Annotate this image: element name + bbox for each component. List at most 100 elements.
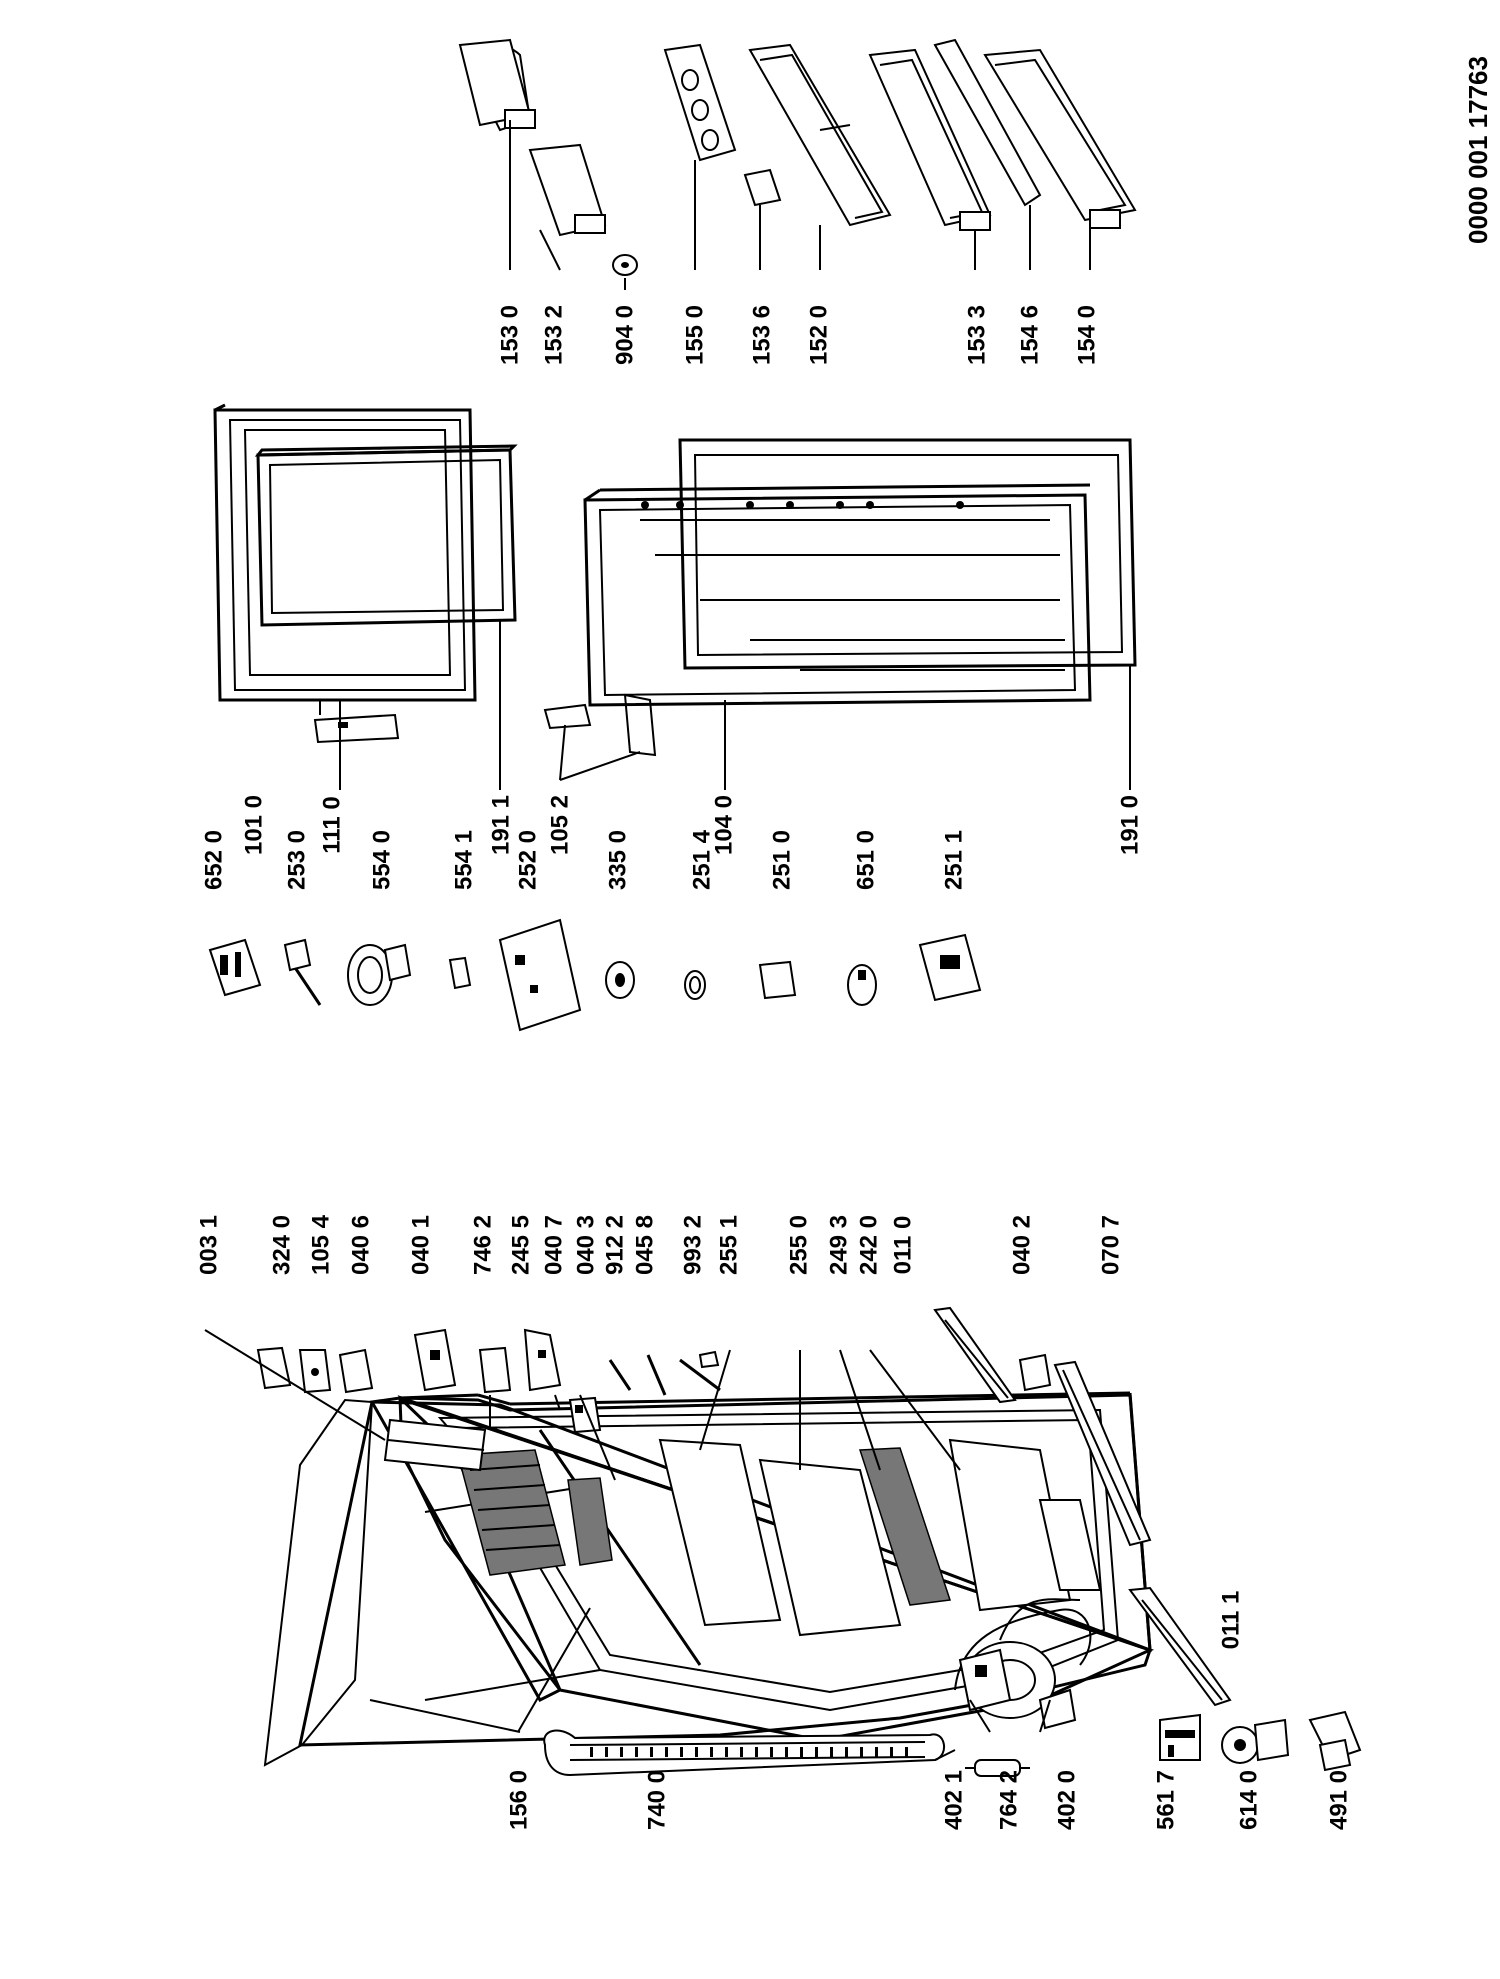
relay-561-7 [1159,1713,1201,1761]
part-label-111-0: 111 0 [318,796,345,853]
part-label-156-0: 156 0 [505,1770,532,1830]
condenser-740-0 [543,1729,956,1777]
bin-rail-154-6 [933,38,1042,207]
small-part-040-6 [338,1348,374,1394]
part-label-652-0: 652 0 [200,830,227,890]
part-label-104-0: 104 0 [710,795,737,855]
spring-554-1 [448,956,472,990]
washer-904-0 [612,254,638,276]
part-label-153-6: 153 6 [748,305,775,365]
part-label-011-1: 011 1 [1217,1591,1244,1650]
part-label-554-0: 554 0 [368,830,395,890]
part-label-554-1: 554 1 [450,830,477,890]
part-label-491-0: 491 0 [1325,1770,1352,1830]
leader-lines-right [319,120,1131,790]
part-label-003-1: 003 1 [195,1215,222,1275]
door-bin-152-0 [748,43,892,227]
lamp-651-0 [847,964,877,1006]
rail-011-1 [1128,1586,1232,1707]
part-label-251-4: 251 4 [688,829,715,890]
part-label-912-2: 912 2 [601,1215,628,1275]
part-label-651-0: 651 0 [852,830,879,890]
part-label-040-6: 040 6 [347,1215,374,1275]
part-label-245-5: 245 5 [507,1215,534,1275]
thermostat-652-0 [208,938,262,997]
part-label-155-0: 155 0 [681,305,708,365]
butter-box-153-2 [528,143,607,237]
part-label-153-0: 153 0 [496,305,523,365]
part-label-153-3: 153 3 [963,305,990,365]
drier-764-2 [965,1759,1030,1777]
bulb-holder-253-0 [283,938,322,1006]
handle-111-0 [313,713,400,744]
freezer-gasket-191-1 [254,444,518,627]
part-label-242-0: 242 0 [855,1215,882,1275]
part-label-251-1: 251 1 [940,830,967,890]
part-label-764-2: 764 2 [995,1770,1022,1830]
part-label-105-2: 105 2 [546,795,573,855]
part-label-153-2: 153 2 [540,305,567,365]
bracket-040-2 [1018,1353,1052,1392]
part-label-402-1: 402 1 [940,1770,967,1830]
fridge-gasket-191-0 [678,438,1137,670]
door-bin-154-0 [983,48,1137,229]
part-label-255-1: 255 1 [715,1215,742,1275]
small-part-105-4 [298,1349,332,1394]
compressor-assembly [954,1598,1092,1730]
thermostat-cover-252-0 [498,918,582,1032]
ring-251-4 [684,970,706,1000]
part-label-335-0: 335 0 [604,830,631,890]
part-label-324-0: 324 0 [268,1215,295,1275]
small-part-324-0 [256,1346,292,1390]
leader-lines-left [204,1329,1051,1733]
part-label-154-6: 154 6 [1016,305,1043,365]
small-part-993-2 [679,1350,721,1392]
knob-554-0 [347,943,412,1006]
part-label-746-2: 746 2 [469,1215,496,1275]
part-label-191-0: 191 0 [1116,795,1143,855]
small-part-045-8 [646,1354,667,1396]
small-part-040-1 [413,1328,457,1392]
part-label-040-2: 040 2 [1008,1215,1035,1275]
part-label-740-0: 740 0 [643,1770,670,1830]
butter-lid-153-0 [458,38,536,132]
part-label-154-0: 154 0 [1073,305,1100,365]
cabinet-top-rail [383,1418,487,1472]
door-bin-153-3 [868,48,992,231]
part-label-152-0: 152 0 [805,305,832,365]
part-label-904-0: 904 0 [611,305,638,365]
washer-335-0 [605,961,635,999]
plinth-070-7 [1053,1360,1152,1547]
part-label-614-0: 614 0 [1235,1770,1262,1830]
part-label-252-0: 252 0 [514,830,541,890]
part-label-105-4: 105 4 [307,1214,334,1275]
cabinet-shelves [658,1438,1102,1637]
egg-tray-155-0 [663,43,737,162]
part-label-253-0: 253 0 [283,830,310,890]
thermal-protector-614-0 [1221,1718,1290,1764]
rail-011-0 [933,1306,1017,1404]
fridge-door-104-0 [583,483,1092,707]
cabinet-hinge [568,1396,602,1434]
document-number: 0000 001 17763 [1463,56,1493,244]
divider-153-6 [743,168,782,207]
air-duct-grille [567,1477,613,1566]
part-label-251-0: 251 0 [768,830,795,890]
part-label-561-7: 561 7 [1152,1770,1179,1830]
evaporator-grid [457,1449,566,1576]
cover-491-0 [1308,1710,1362,1772]
part-label-040-3: 040 3 [572,1215,599,1275]
part-label-402-0: 402 0 [1053,1770,1080,1830]
light-cover-251-1 [918,933,982,1002]
part-label-040-7: 040 7 [540,1215,567,1275]
part-label-249-3: 249 3 [825,1215,852,1275]
part-label-040-1: 040 1 [407,1215,434,1275]
part-label-070-7: 070 7 [1097,1215,1124,1275]
freezer-door-101-0 [213,403,477,702]
part-label-011-0: 011 0 [889,1216,916,1275]
small-part-746-2 [478,1346,512,1394]
part-label-993-2: 993 2 [679,1215,706,1275]
